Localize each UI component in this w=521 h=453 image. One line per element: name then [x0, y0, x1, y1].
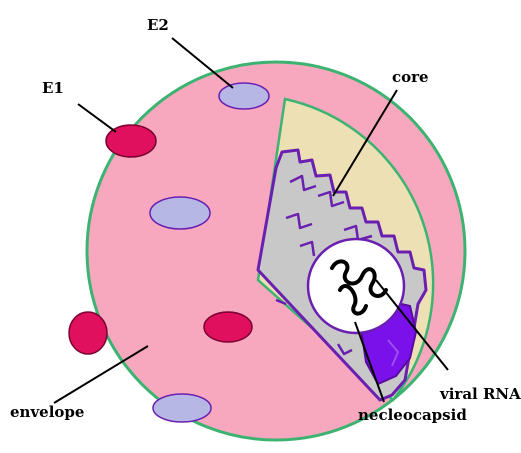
e2-protein-top [219, 83, 269, 109]
e1-protein-left [69, 312, 107, 354]
e2-protein-bottom [153, 394, 211, 422]
label-core: core [392, 68, 429, 86]
label-envelope: envelope [10, 403, 84, 421]
label-nucleocapsid: necleocapsid [358, 406, 467, 424]
label-viral-rna: viral RNA [439, 385, 521, 403]
rna-area [308, 239, 404, 333]
e1-protein-center [204, 312, 252, 342]
label-e1: E1 [42, 79, 64, 97]
label-e2: E2 [147, 16, 169, 34]
leader-e1 [78, 104, 116, 132]
e2-protein-center [150, 197, 210, 229]
